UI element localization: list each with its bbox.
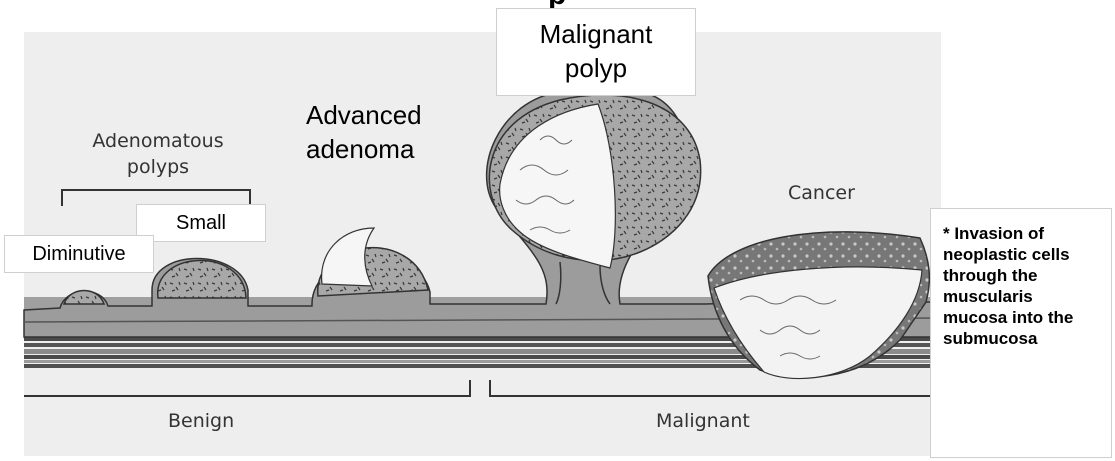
malignant-polyp-callout: Malignant polyp: [496, 8, 696, 96]
cancer-label: Cancer: [788, 182, 855, 204]
small-callout: Small: [136, 204, 266, 242]
benign-label: Benign: [168, 410, 234, 432]
advanced-adenoma-callout: Advanced adenoma: [306, 98, 422, 166]
diminutive-callout: Diminutive: [4, 235, 154, 273]
malignant-label: Malignant: [656, 410, 750, 432]
adenomatous-polyps-label: Adenomatous polyps: [78, 128, 238, 180]
invasion-note-callout: * Invasion of neoplastic cells through t…: [930, 208, 1112, 458]
